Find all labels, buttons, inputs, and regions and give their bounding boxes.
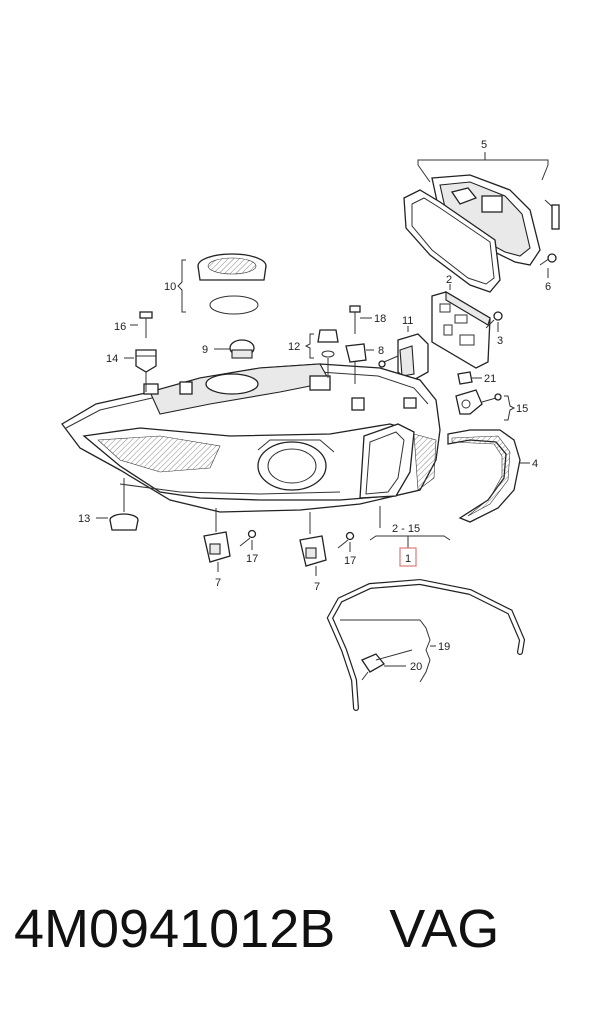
cap-part-13 [96,478,139,531]
callout-13: 13 [78,513,90,525]
rear-cover-part-5 [403,174,560,293]
callout-17-right: 17 [344,555,356,567]
callout-21: 21 [484,373,496,385]
callout-17-left: 17 [246,553,258,565]
grommet-part-14 [124,349,157,373]
bulb-part-9 [214,339,255,359]
cap-part-10 [197,253,267,315]
callout-15: 15 [516,403,528,415]
callout-5-bracket [417,152,549,183]
callout-1: 1 [405,553,411,565]
bracket-part-8 [345,343,374,384]
callout-3: 3 [497,335,503,347]
screw-part-17-left [239,529,257,550]
part-number-footer: 4M0941012B VAG [14,898,594,978]
adjuster-part-15 [455,389,502,415]
bolt-part-18 [349,305,372,334]
callout-18: 18 [374,313,386,325]
bolt-part-16 [130,311,153,338]
nut-washer-part-12 [317,329,339,378]
lamp-unit-part-11 [378,326,429,383]
callout-8: 8 [378,345,384,357]
headlight-housing [61,363,441,513]
callout-10: 10 [164,281,176,293]
callout-7-right: 7 [314,581,320,593]
callout-12: 12 [288,341,300,353]
bracket-part-7-left [203,508,231,572]
callout-6: 6 [545,281,551,293]
callout-14: 14 [106,353,118,365]
callout-7-left: 7 [215,577,221,589]
callout-4: 4 [532,458,538,470]
bracket-part-7-right [299,512,327,576]
adjuster-screw-part-21 [457,371,482,385]
callout-5: 5 [481,139,487,151]
callout-2: 2 [446,274,452,286]
callout-19: 19 [438,641,450,653]
part-number: 4M0941012B [14,899,336,959]
callout-range: 2 - 15 [392,523,420,535]
callout-9: 9 [202,344,208,356]
screw-part-17-right [337,531,355,552]
clip-part-20 [361,649,413,681]
highlight-box-callout-1 [399,547,417,567]
callout-16: 16 [114,321,126,333]
callout-20: 20 [410,661,422,673]
headlight-exploded-diagram: 5 6 2 3 11 21 15 [61,139,560,711]
screw-part-3 [485,311,503,332]
seal-part-4 [447,429,521,523]
brand-label: VAG [389,899,500,959]
hose-part-19 [326,578,526,711]
control-module-part-2 [431,284,491,369]
callout-11: 11 [402,315,413,327]
